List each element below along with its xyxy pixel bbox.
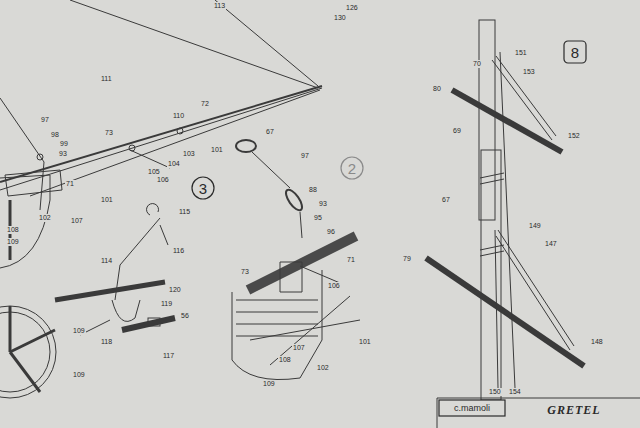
callout-number: 99	[59, 140, 69, 148]
callout-number: 88	[308, 186, 318, 194]
callout-number: 147	[544, 240, 558, 248]
callout-number: 113	[213, 2, 226, 10]
callout-number: 126	[345, 4, 359, 12]
callout-number: 73	[104, 129, 114, 137]
callout-number: 107	[70, 217, 84, 225]
callout-number: 93	[58, 150, 68, 158]
callout-number: 117	[162, 352, 175, 360]
callout-number: 116	[172, 247, 185, 255]
callout-number: 56	[180, 312, 190, 320]
callout-number: 101	[100, 196, 114, 204]
detail-marker: 8	[563, 40, 587, 64]
callout-number: 114	[100, 257, 113, 265]
callout-number: 70	[472, 60, 482, 68]
callout-number: 95	[313, 214, 323, 222]
callout-number: 119	[160, 300, 173, 308]
callout-number: 97	[300, 152, 310, 160]
detail-marker: 2	[340, 156, 364, 180]
callout-number: 148	[590, 338, 604, 346]
callout-number: 80	[432, 85, 442, 93]
marker-text: 3	[199, 180, 207, 197]
callout-number: 69	[452, 127, 462, 135]
callout-number: 110	[172, 112, 185, 120]
callout-number: 106	[156, 176, 170, 184]
callout-number: 101	[210, 146, 224, 154]
marker-text: 2	[348, 160, 356, 177]
callout-number: 106	[327, 282, 341, 290]
callout-number: 130	[333, 14, 347, 22]
callout-number: 98	[50, 131, 60, 139]
callout-number: 96	[326, 228, 336, 236]
callout-number: 111	[100, 75, 113, 83]
callout-number: 102	[316, 364, 330, 372]
callout-number: 108	[278, 356, 292, 364]
detail-marker: GRETEL	[510, 399, 638, 421]
callout-number: 109	[72, 327, 86, 335]
callout-number: 115	[178, 208, 191, 216]
callout-number: 109	[262, 380, 276, 388]
callout-number: 109	[72, 371, 86, 379]
callout-number: 154	[508, 388, 522, 396]
callout-number: 71	[65, 180, 75, 188]
callout-number: 104	[167, 160, 181, 168]
callout-number: 150	[488, 388, 502, 396]
callout-number: 103	[182, 150, 196, 158]
marker-text: c.mamoli	[454, 403, 490, 413]
detail-marker: c.mamoli	[438, 399, 506, 417]
callout-number: 73	[240, 268, 250, 276]
callout-number: 101	[358, 338, 372, 346]
callout-number: 108	[6, 226, 20, 234]
detail-marker: 3	[191, 176, 215, 200]
callout-number: 97	[40, 116, 50, 124]
marker-text: 8	[571, 44, 579, 61]
callout-number: 118	[100, 338, 113, 346]
marker-text: GRETEL	[547, 403, 600, 418]
callout-number: 72	[200, 100, 210, 108]
callout-number: 67	[265, 128, 275, 136]
callout-number: 93	[318, 200, 328, 208]
callout-number: 67	[441, 196, 451, 204]
callout-number: 102	[38, 214, 52, 222]
callout-number: 109	[6, 238, 20, 246]
callout-number: 105	[147, 168, 161, 176]
callout-number: 151	[514, 49, 528, 57]
callout-number: 149	[528, 222, 542, 230]
callout-number: 153	[522, 68, 536, 76]
callout-number: 79	[402, 255, 412, 263]
callout-number: 152	[567, 132, 581, 140]
callout-number: 71	[346, 256, 356, 264]
callout-number: 107	[292, 344, 306, 352]
callout-number: 120	[168, 286, 182, 294]
